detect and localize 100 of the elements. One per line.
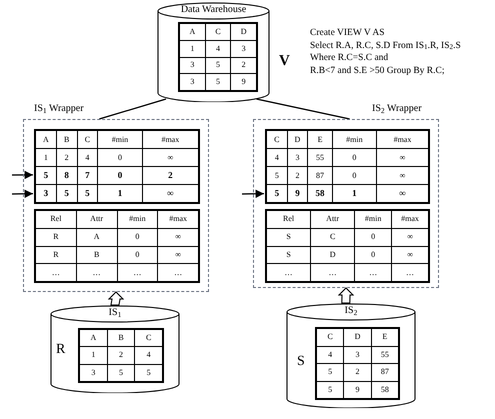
table-cell: 3 [344, 346, 371, 363]
table-cell: ∞ [392, 228, 428, 246]
table-cell: 87 [308, 167, 332, 184]
table-cell: 3 [288, 149, 308, 166]
database-label: IS$_{1}$ [108, 307, 122, 319]
table-cell: 0 [118, 246, 158, 264]
table-cell: 0 [98, 167, 142, 184]
arrow [12, 190, 34, 198]
table-cell: D [311, 246, 354, 264]
table-cell: C [311, 228, 354, 246]
table-cell: Rel [36, 211, 76, 228]
table-cell: 1 [332, 185, 376, 202]
table-cell: S [267, 246, 310, 264]
table-cell: ∞ [142, 185, 198, 202]
arrow [242, 190, 264, 198]
table-cell: 3 [180, 58, 205, 74]
data-table [265, 129, 430, 204]
table-cell: E [372, 329, 398, 346]
sql-query-line: R.B<7 and S.E >50 Group By R.C; [310, 64, 444, 76]
table-cell: 3 [231, 40, 256, 56]
table-cell: ∞ [376, 167, 428, 184]
table-cell: 5 [108, 364, 134, 381]
table-name: V [279, 54, 290, 69]
table-cell: 1 [98, 185, 142, 202]
table-cell: 5 [317, 382, 344, 398]
table-cell: B [76, 246, 116, 264]
table-name: S [297, 355, 305, 369]
table-cell: 1 [36, 149, 56, 166]
table-cell: 0 [332, 167, 376, 184]
table-cell: 4 [78, 149, 98, 166]
table-cell: ∞ [376, 185, 428, 202]
table-cell: ∞ [376, 149, 428, 166]
table-cell: 4 [267, 149, 287, 166]
table-cell: C [78, 131, 98, 148]
table-cell: 3 [80, 364, 107, 381]
table-cell: 9 [344, 382, 371, 398]
table-cell: 5 [267, 185, 287, 202]
data-table [265, 209, 430, 283]
table-cell: 55 [372, 346, 398, 363]
table-name: R [56, 343, 66, 357]
wrapper-label: IS$_{1}$ Wrapper [34, 103, 84, 115]
database-cylinder [157, 2, 270, 102]
table-cell: Attr [311, 211, 354, 228]
table-cell: 5 [56, 185, 76, 202]
table-cell: Attr [76, 211, 116, 228]
table-cell: … [118, 264, 158, 281]
data-table [78, 328, 164, 383]
table-cell: C [317, 329, 344, 346]
table-cell: 2 [142, 167, 198, 184]
database-label: IS$_{2}$ [344, 305, 358, 317]
table-cell: B [56, 131, 76, 148]
database-label: Data Warehouse [180, 4, 246, 16]
block-arrow [108, 291, 124, 306]
table-cell: A [80, 330, 107, 346]
table-cell: D [288, 131, 308, 148]
table-cell: S [267, 228, 310, 246]
table-cell: 4 [317, 346, 344, 363]
table-cell: R [36, 246, 76, 264]
table-cell: D [344, 329, 371, 346]
table-cell: 4 [135, 347, 162, 364]
table-cell: #min [118, 211, 158, 228]
table-cell: A [36, 131, 56, 148]
table-cell: 2 [108, 347, 134, 364]
table-cell: 0 [355, 246, 392, 264]
table-cell: 9 [231, 74, 256, 90]
table-cell: 5 [78, 185, 98, 202]
table-cell: 0 [98, 149, 142, 166]
connector-line [99, 98, 166, 120]
table-cell: B [108, 330, 134, 346]
block-arrow [338, 287, 354, 304]
table-cell: 9 [288, 185, 308, 202]
table-cell: ∞ [392, 246, 428, 264]
table-cell: C [267, 131, 287, 148]
table-cell: 7 [78, 167, 98, 184]
table-cell: 2 [56, 149, 76, 166]
table-cell: … [311, 264, 354, 281]
table-cell: 58 [372, 382, 398, 398]
data-table [178, 22, 258, 92]
data-table [34, 129, 200, 204]
table-cell: 5 [317, 364, 344, 380]
table-cell: C [135, 330, 162, 346]
table-cell: … [355, 264, 392, 281]
table-cell: 87 [372, 364, 398, 380]
table-cell: … [36, 264, 76, 281]
table-cell: Rel [267, 211, 310, 228]
table-cell: 5 [206, 58, 230, 74]
sql-query-line: Where R.C=S.C and [310, 52, 388, 64]
table-cell: A [180, 24, 205, 40]
database-cylinder [286, 303, 416, 408]
data-table [34, 209, 200, 283]
sql-query-line: Select R.A, R.C, S.D From IS$_{1}$.R, IS$_{2}$.S [310, 40, 461, 52]
table-cell: 5 [135, 364, 162, 381]
table-cell: 58 [308, 185, 332, 202]
table-cell: #min [332, 131, 376, 148]
table-cell: 1 [180, 40, 205, 56]
table-cell: 5 [36, 167, 56, 184]
table-cell: #min [355, 211, 392, 228]
table-cell: … [158, 264, 198, 281]
wrapper-label: IS$_{2}$ Wrapper [372, 103, 422, 115]
database-cylinder [50, 305, 180, 393]
